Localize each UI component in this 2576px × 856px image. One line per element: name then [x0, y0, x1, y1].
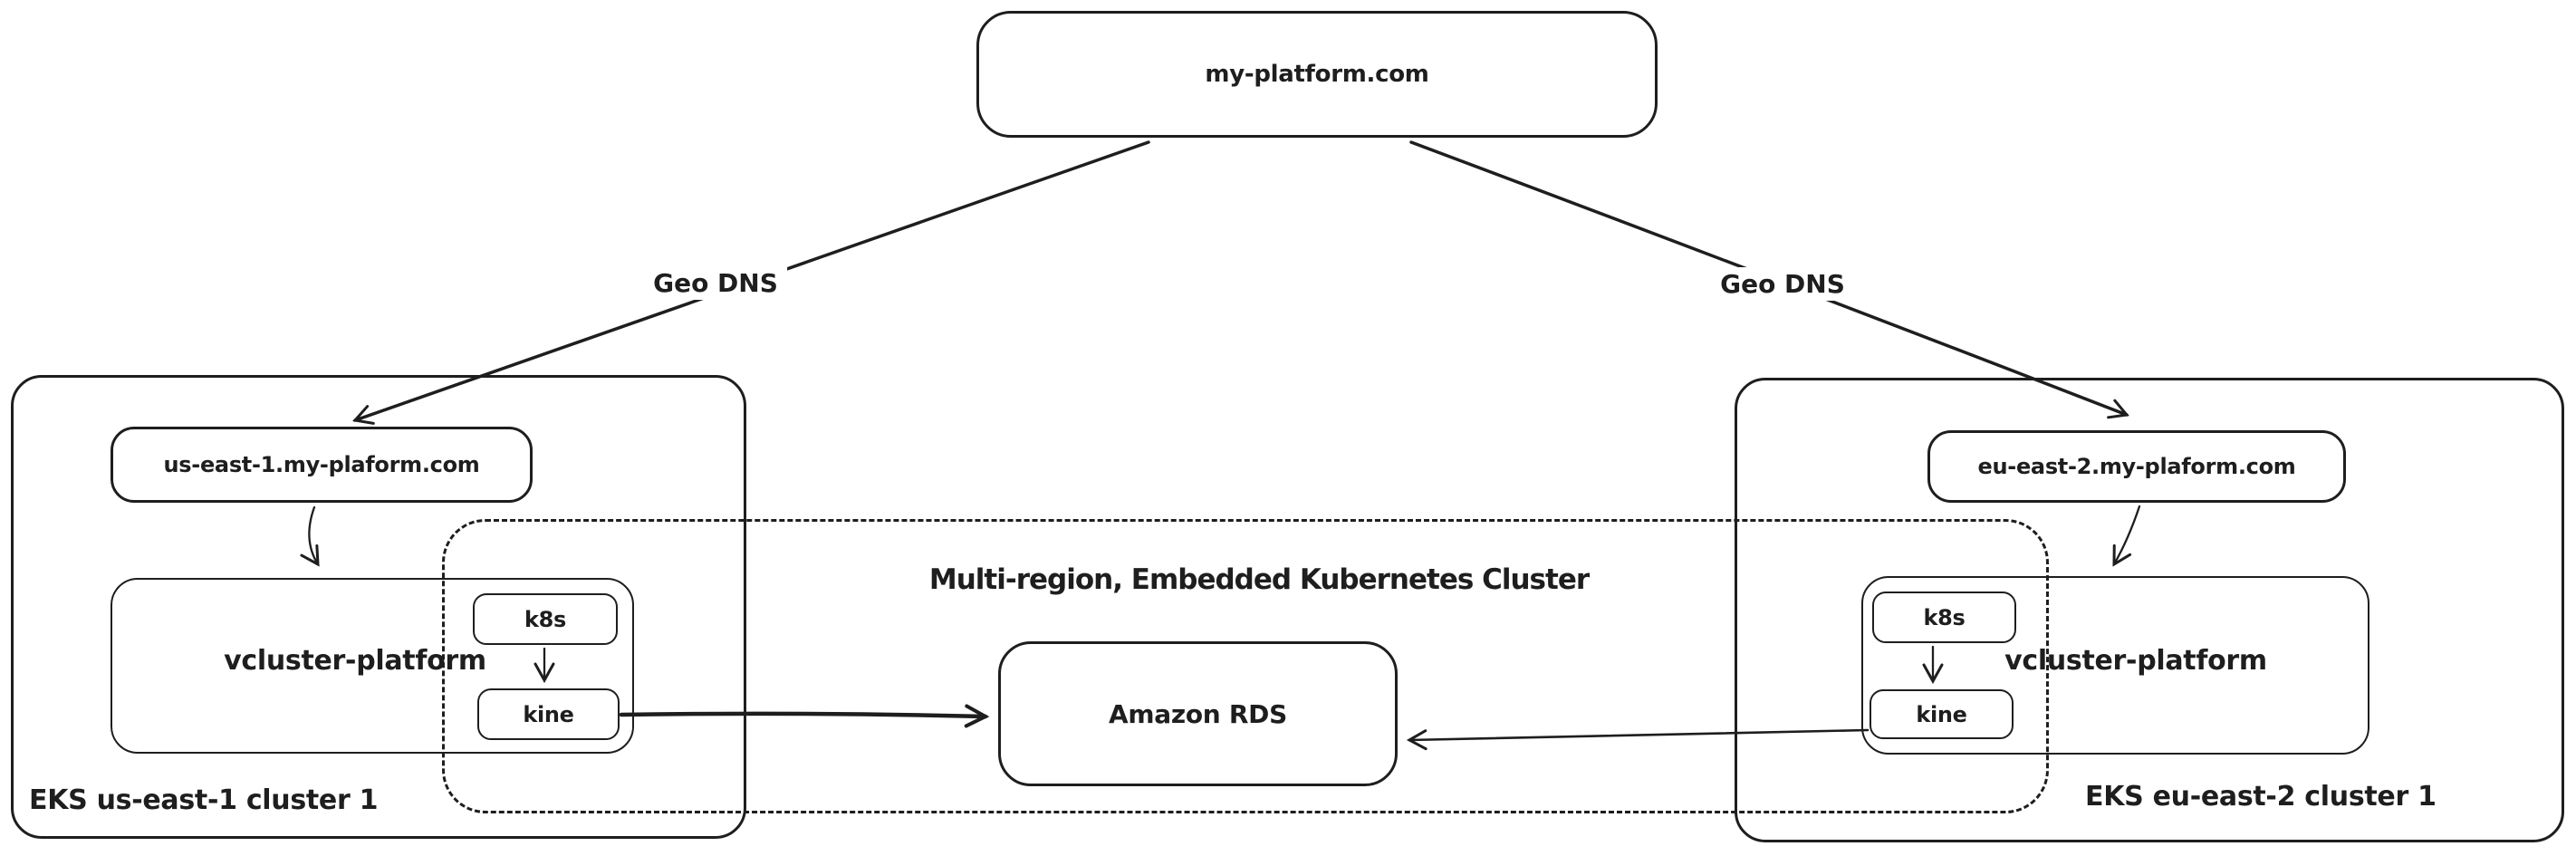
- root-domain-label: my-platform.com: [1205, 61, 1429, 88]
- amazon-rds-label: Amazon RDS: [1109, 698, 1287, 729]
- amazon-rds-box: Amazon RDS: [998, 641, 1398, 786]
- geo-dns-label-left: Geo DNS: [644, 266, 787, 300]
- kine-box-right: kine: [1870, 689, 2014, 739]
- eks-us-east-1-cluster-label: EKS us-east-1 cluster 1: [29, 784, 379, 816]
- k8s-label-left: k8s: [524, 606, 567, 632]
- k8s-box-right: k8s: [1872, 592, 2016, 643]
- vcluster-platform-label-right: vcluster-platform: [2004, 645, 2267, 677]
- k8s-label-right: k8s: [1923, 604, 1966, 630]
- vcluster-platform-label-left: vcluster-platform: [224, 645, 486, 677]
- vcluster-platform-box-right: [1861, 576, 2369, 755]
- eu-east-2-dns-box: eu-east-2.my-plaform.com: [1927, 430, 2346, 503]
- vcluster-platform-box-left: [111, 578, 634, 754]
- eu-east-2-dns-label: eu-east-2.my-plaform.com: [1977, 454, 2296, 479]
- eks-eu-east-2-cluster-label: EKS eu-east-2 cluster 1: [2085, 781, 2437, 813]
- embedded-cluster-dashed-boundary: [442, 519, 2049, 813]
- kine-label-right: kine: [1916, 701, 1967, 727]
- us-east-1-dns-label: us-east-1.my-plaform.com: [163, 452, 480, 477]
- k8s-box-left: k8s: [473, 593, 618, 645]
- eks-eu-east-2-cluster-box: [1735, 378, 2564, 842]
- root-domain-box: my-platform.com: [976, 11, 1658, 138]
- embedded-cluster-title: Multi-region, Embedded Kubernetes Cluste…: [928, 563, 1590, 596]
- geo-dns-label-right: Geo DNS: [1711, 267, 1854, 301]
- kine-box-left: kine: [477, 688, 620, 740]
- kine-label-left: kine: [523, 701, 574, 727]
- us-east-1-dns-box: us-east-1.my-plaform.com: [111, 427, 533, 503]
